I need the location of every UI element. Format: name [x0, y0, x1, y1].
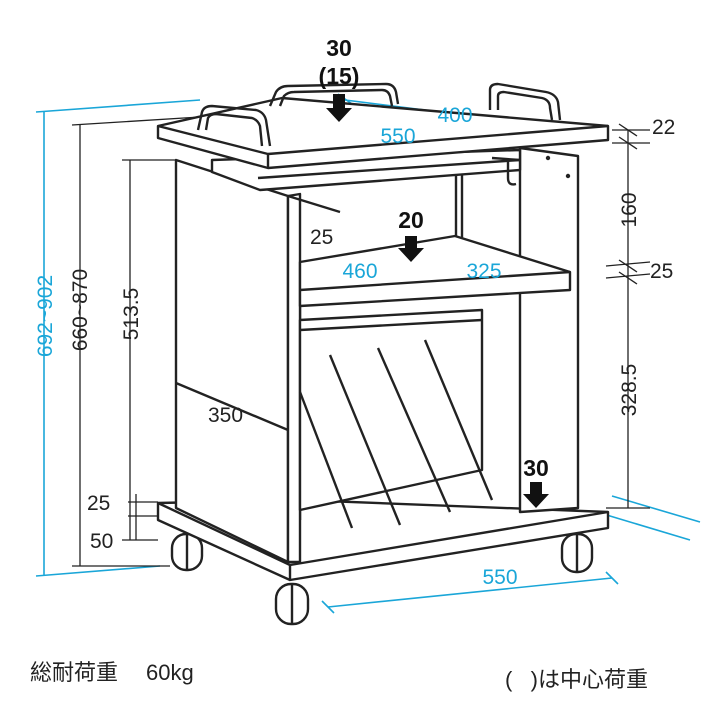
shelf-thickness-label: 25 [650, 260, 673, 283]
top-thickness-label: 22 [652, 116, 675, 139]
top-width-label: 550 [380, 125, 415, 148]
overall-height-label: 692~902 [34, 275, 57, 357]
dimension-labels: 30 (15) 20 30 400 550 460 325 550 692~90… [34, 35, 675, 589]
caster-back-right [560, 532, 594, 574]
shelf-offset-label: 25 [310, 226, 333, 249]
total-load-label: 総耐荷重 [30, 660, 119, 685]
shelf-load-value: 20 [398, 207, 424, 233]
lower-height-label: 328.5 [618, 364, 641, 417]
caster-height-label: 50 [90, 530, 113, 553]
paren-open: ( [505, 667, 513, 692]
left-dimension-lines [71, 116, 282, 567]
base-thickness-label: 25 [87, 492, 110, 515]
upper-gap-label: 160 [618, 192, 641, 227]
total-load-note: 総耐荷重 60kg [30, 655, 194, 687]
load-arrows [326, 94, 549, 508]
bottom-load-value: 30 [523, 455, 549, 481]
left-side-panel [174, 158, 302, 564]
top-handles [196, 82, 562, 147]
top-depth-label: 400 [437, 104, 472, 127]
center-load-text: は中心荷重 [538, 667, 649, 692]
top-load-value: 30 [326, 35, 352, 61]
top-center-load-value: (15) [319, 63, 360, 89]
file-rack [298, 308, 494, 529]
right-dimension-lines [605, 123, 651, 509]
paren-close: ) [530, 667, 538, 692]
center-load-note: ( )は中心荷重 [505, 662, 648, 694]
total-load-value: 60kg [146, 660, 194, 685]
right-side-panel [518, 146, 580, 514]
shelf-width-label: 460 [342, 260, 377, 283]
middle-shelf [298, 234, 572, 308]
top-load-arrow-icon [326, 94, 352, 122]
shelf-depth-label: 325 [466, 260, 501, 283]
shelf-load-arrow-icon [398, 236, 424, 262]
caster-front-left [170, 532, 204, 572]
side-depth-label: 350 [208, 404, 243, 427]
base-width-label: 550 [482, 566, 517, 589]
bottom-load-arrow-icon [523, 482, 549, 508]
caster-wheels [170, 532, 594, 626]
side-height-label: 513.5 [120, 288, 143, 341]
caster-front-right [274, 582, 310, 626]
height-range-label: 660~870 [69, 269, 92, 351]
